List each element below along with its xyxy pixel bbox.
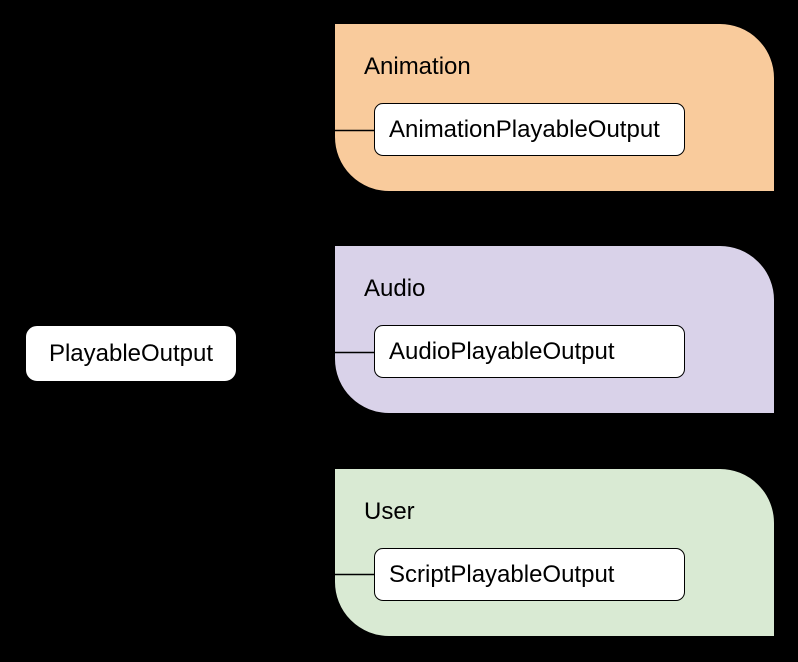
node-script-playable-output: ScriptPlayableOutput xyxy=(374,548,685,601)
node-animation-playable-output-label: AnimationPlayableOutput xyxy=(389,115,660,143)
group-animation-title: Animation xyxy=(364,53,471,80)
node-audio-playable-output: AudioPlayableOutput xyxy=(374,325,685,378)
group-audio-title: Audio xyxy=(364,275,426,302)
node-animation-playable-output: AnimationPlayableOutput xyxy=(374,103,685,156)
node-script-playable-output-label: ScriptPlayableOutput xyxy=(389,560,615,588)
node-playable-output: PlayableOutput xyxy=(25,325,237,382)
node-audio-playable-output-label: AudioPlayableOutput xyxy=(389,337,615,365)
group-user-title: User xyxy=(364,498,415,525)
node-playable-output-label: PlayableOutput xyxy=(48,339,214,367)
